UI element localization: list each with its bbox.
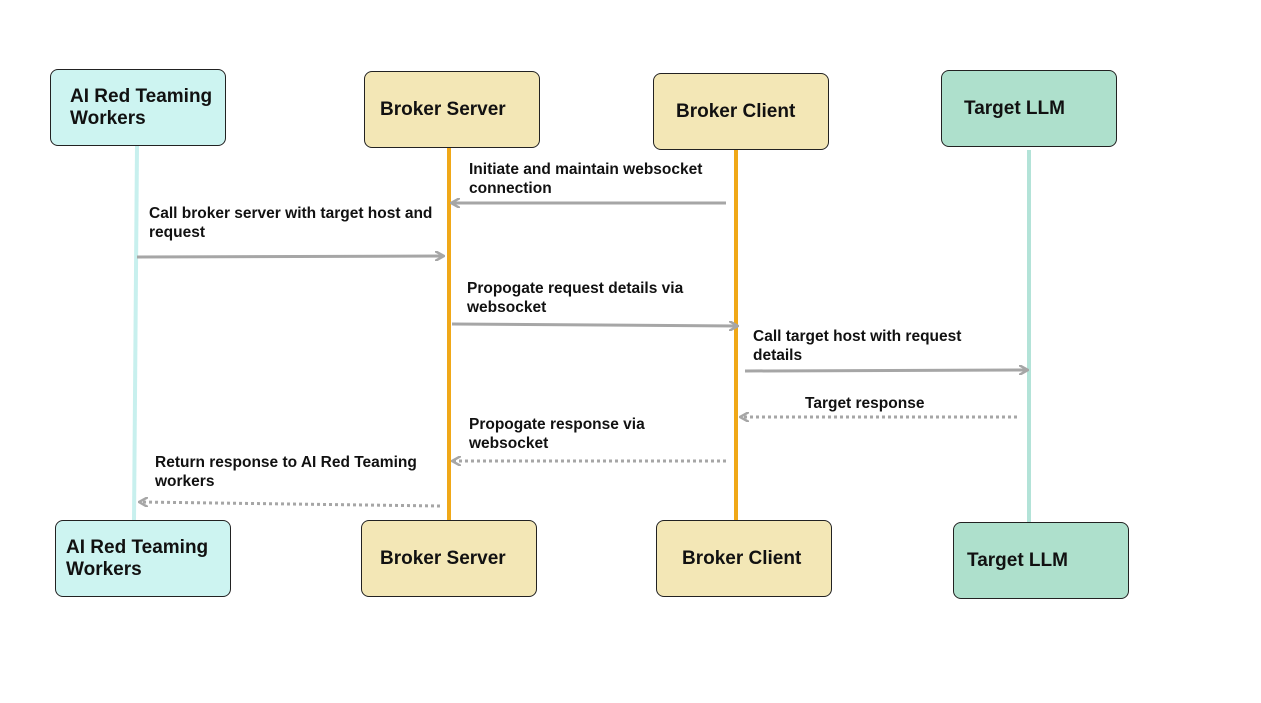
message-label-propagate-response: Propogate response via websocket bbox=[469, 416, 645, 452]
participant-broker-server-top: Broker Server bbox=[364, 71, 540, 148]
message-label-ws-connect: Initiate and maintain websocket connecti… bbox=[469, 161, 703, 197]
arrow-call-broker bbox=[136, 256, 443, 257]
message-label-propagate-request: Propogate request details via websocket bbox=[467, 280, 684, 316]
participant-target-llm-bottom: Target LLM bbox=[953, 522, 1129, 599]
participant-ai-workers-top: AI Red Teaming Workers bbox=[50, 69, 226, 146]
participant-broker-client-top: Broker Client bbox=[653, 73, 829, 150]
participant-label: Target LLM bbox=[967, 549, 1068, 571]
participant-broker-client-bottom: Broker Client bbox=[656, 520, 832, 597]
participant-label: Broker Server bbox=[380, 547, 506, 569]
participant-label: AI Red Teaming Workers bbox=[66, 536, 209, 580]
participant-ai-workers-bottom: AI Red Teaming Workers bbox=[55, 520, 231, 597]
participant-label: Broker Client bbox=[676, 100, 796, 122]
participant-label: Target LLM bbox=[964, 97, 1065, 119]
arrow-return-response bbox=[140, 502, 441, 508]
participant-broker-server-bottom: Broker Server bbox=[361, 520, 537, 597]
participant-label: Broker Server bbox=[380, 98, 506, 120]
arrow-call-target bbox=[744, 370, 1027, 371]
arrow-propagate-request bbox=[451, 324, 737, 326]
message-label-return-response: Return response to AI Red Teaming worker… bbox=[155, 454, 417, 490]
participant-target-llm-top: Target LLM bbox=[941, 70, 1117, 147]
message-label-call-broker: Call broker server with target host and … bbox=[149, 205, 433, 241]
participant-label: AI Red Teaming Workers bbox=[70, 85, 213, 129]
lifeline-ai-workers bbox=[132, 145, 139, 522]
message-label-call-target: Call target host with request details bbox=[753, 328, 962, 364]
participant-label: Broker Client bbox=[682, 547, 802, 569]
message-label-target-response: Target response bbox=[805, 395, 925, 412]
